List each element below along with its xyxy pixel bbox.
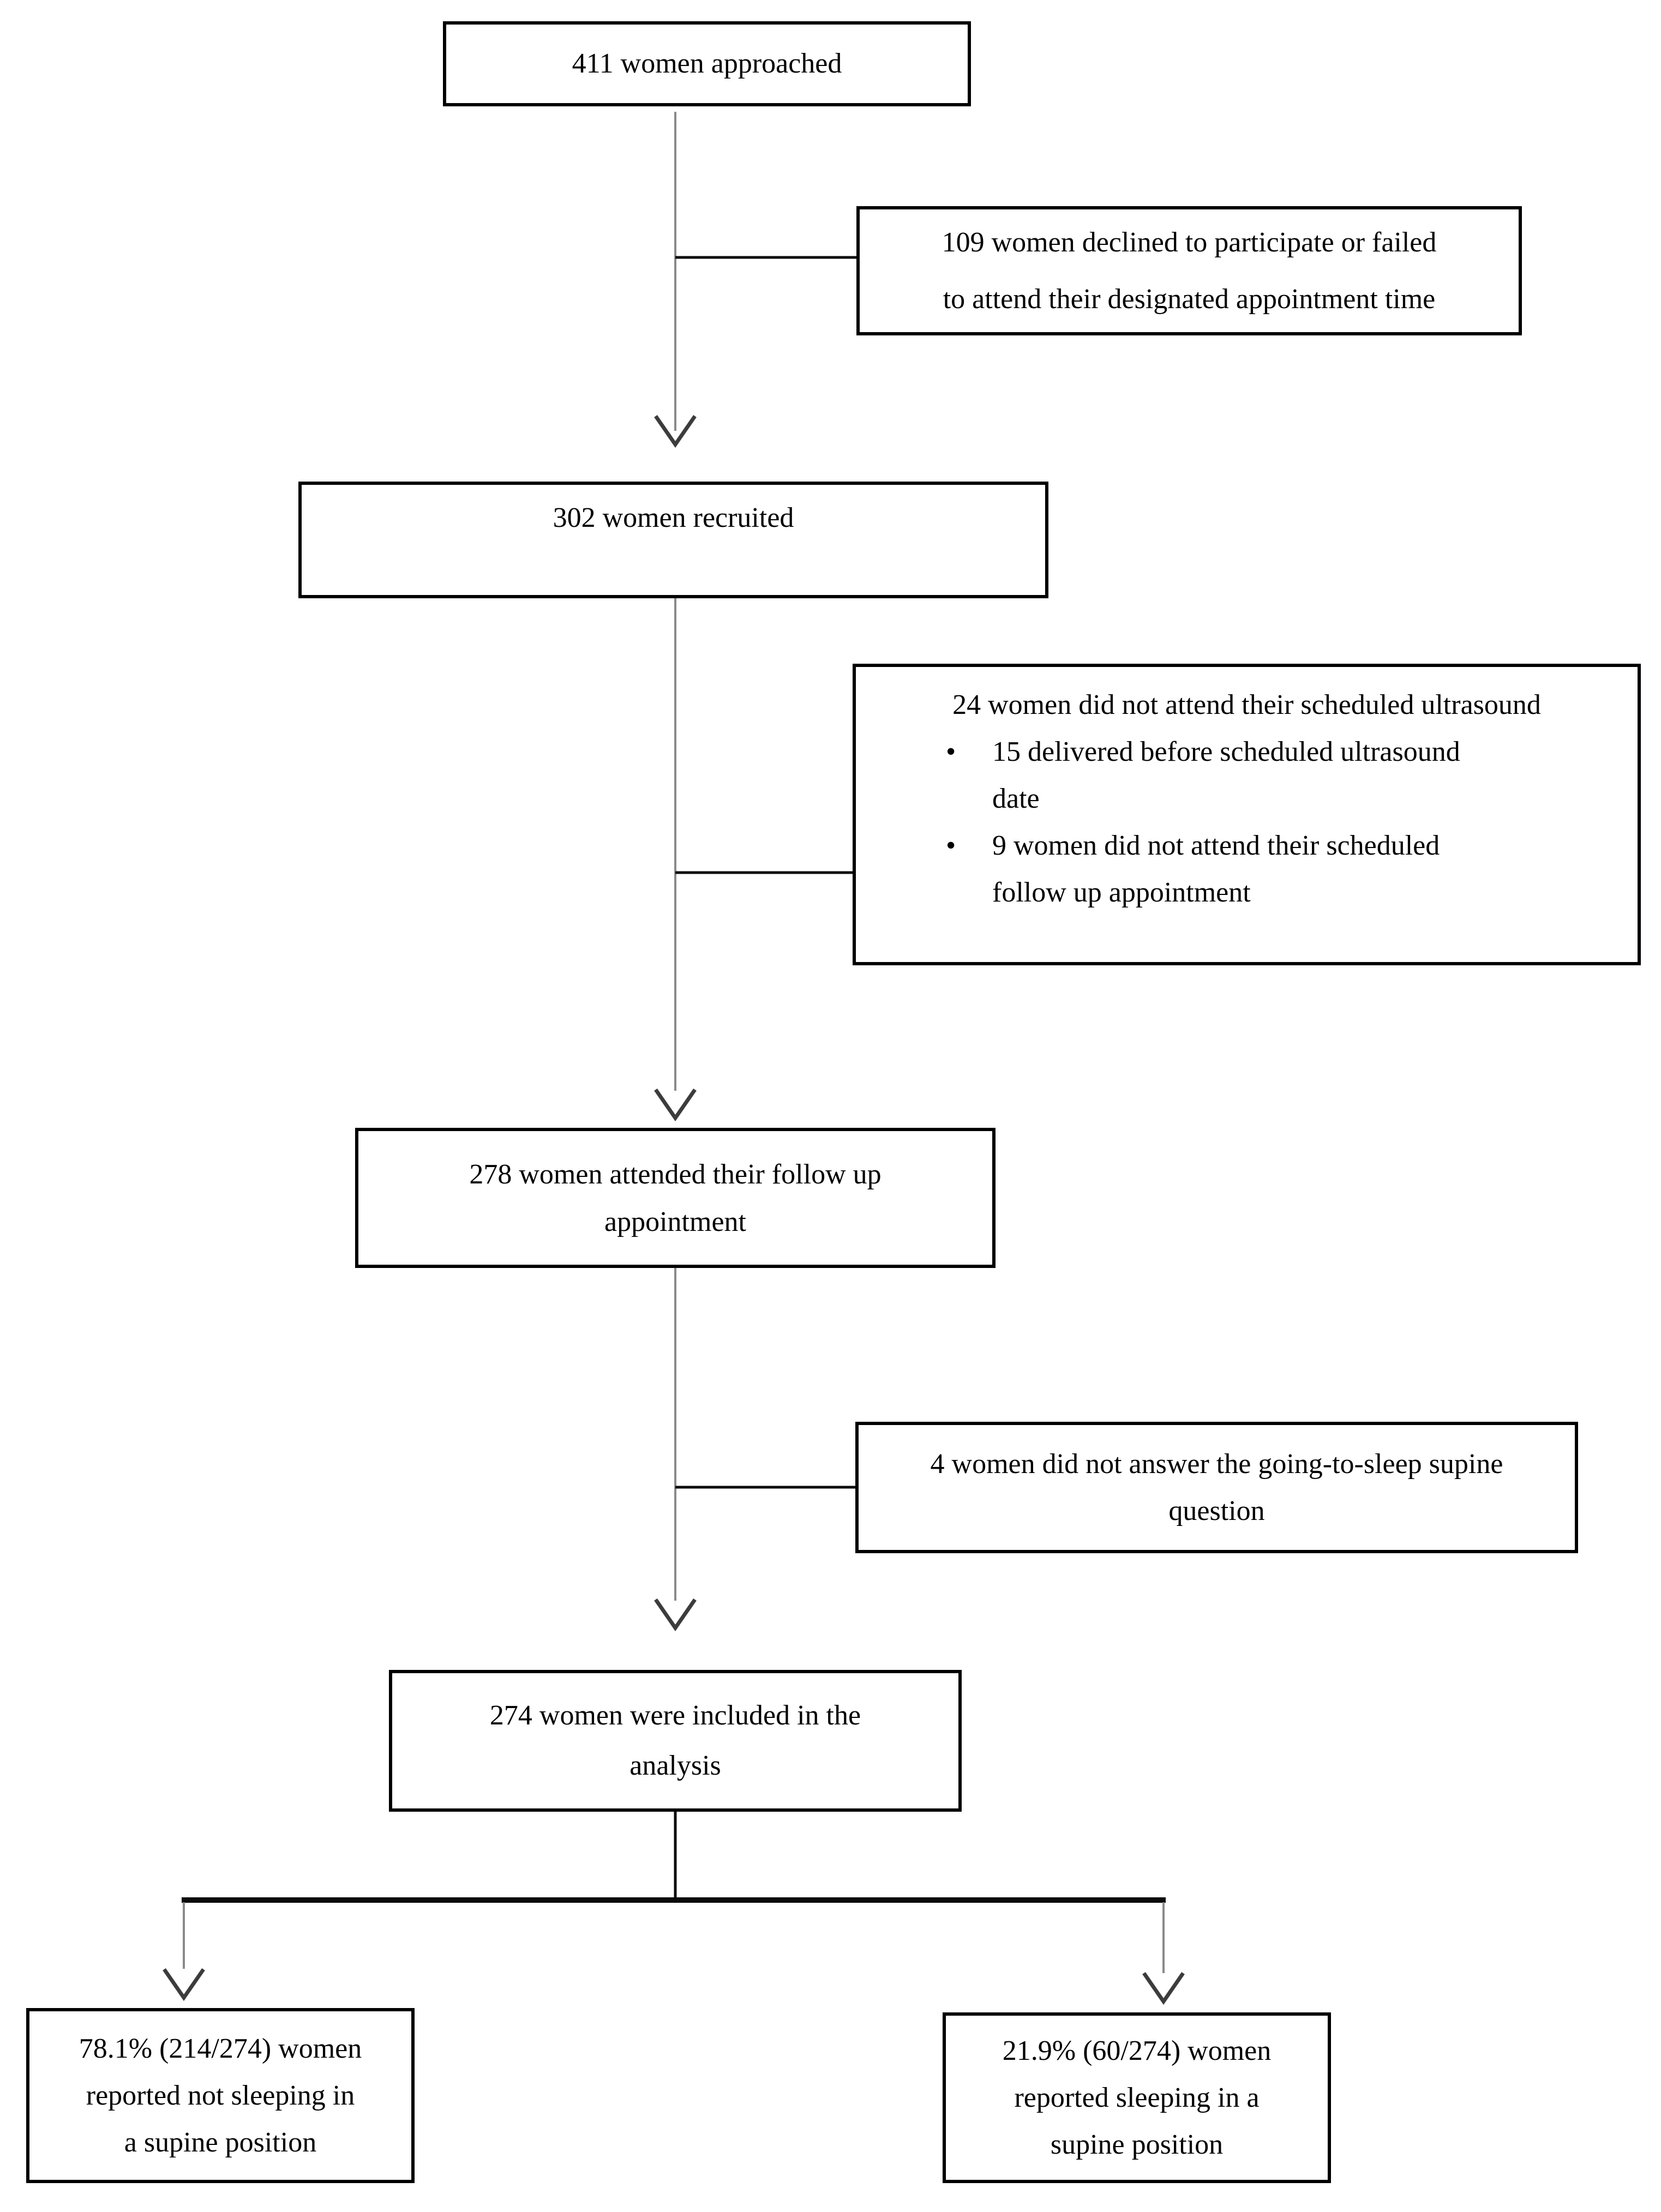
box-text-line: to attend their designated appointment t… [943, 283, 1436, 315]
bullet-icon: • [946, 830, 956, 861]
box-text-line: analysis [629, 1750, 721, 1781]
box-text-line: appointment [604, 1206, 746, 1237]
box-text-line: 21.9% (60/274) women [1002, 2035, 1272, 2066]
box-heading: 24 women did not attend their scheduled … [952, 689, 1541, 720]
box-text-line: a supine position [124, 2126, 317, 2158]
box-missed-ultrasound: 24 women did not attend their scheduled … [853, 664, 1641, 965]
box-text-line: question [1168, 1495, 1265, 1526]
bullet-item-missed-followup: • 9 women did not attend their scheduled… [946, 822, 1638, 916]
box-text-line: 15 delivered before scheduled ultrasound [992, 736, 1460, 767]
arrowhead-into-recruited [654, 415, 697, 448]
box-text-line: 4 women did not answer the going-to-slee… [930, 1448, 1503, 1480]
bullet-item-delivered-early: • 15 delivered before scheduled ultrasou… [946, 729, 1638, 822]
box-not-sleeping-supine: 78.1% (214/274) women reported not sleep… [26, 2008, 415, 2183]
arrowhead-into-followup [654, 1089, 697, 1122]
box-text-line: 278 women attended their follow up [469, 1158, 882, 1190]
box-text-line: 109 women declined to participate or fai… [942, 226, 1437, 258]
box-text-line: 302 women recruited [553, 502, 794, 533]
box-women-approached: 411 women approached [443, 21, 971, 106]
arrowhead-into-supine [1142, 1972, 1185, 2005]
bullet-text: 15 delivered before scheduled ultrasound… [992, 729, 1460, 822]
box-text-line: 411 women approached [572, 48, 842, 79]
bullet-icon: • [946, 736, 956, 767]
box-unanswered-question: 4 women did not answer the going-to-slee… [855, 1422, 1578, 1553]
box-women-declined: 109 women declined to participate or fai… [856, 206, 1522, 335]
box-sleeping-supine: 21.9% (60/274) women reported sleeping i… [943, 2012, 1331, 2183]
box-women-recruited: 302 women recruited [298, 482, 1048, 598]
arrowhead-into-not-supine [163, 1968, 205, 2001]
box-text-line: date [992, 783, 1040, 814]
box-attended-followup: 278 women attended their follow up appoi… [355, 1128, 996, 1268]
box-text-line: supine position [1050, 2129, 1224, 2160]
box-text-line: 274 women were included in the [489, 1700, 861, 1731]
box-text-line: follow up appointment [992, 877, 1251, 908]
box-text-line: reported sleeping in a [1014, 2082, 1260, 2113]
box-text-line: reported not sleeping in [86, 2079, 355, 2111]
box-text-line: 78.1% (214/274) women [79, 2033, 362, 2064]
arrowhead-into-analysis [654, 1598, 697, 1632]
box-text-line: 9 women did not attend their scheduled [992, 830, 1440, 861]
box-included-analysis: 274 women were included in the analysis [389, 1670, 962, 1812]
bullet-text: 9 women did not attend their scheduled f… [992, 822, 1440, 916]
